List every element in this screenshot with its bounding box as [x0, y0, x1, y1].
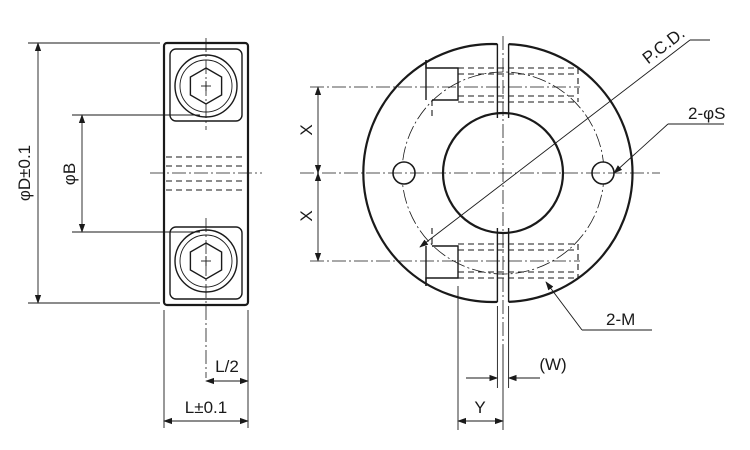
offset-y-label: Y: [474, 398, 485, 417]
front-view: P.C.D. 2-φS 2-M X X (W) Y: [297, 24, 725, 430]
bore-diameter-label: φB: [60, 163, 79, 185]
x-lower-label: X: [297, 210, 316, 221]
side-view: φD±0.1 φB L/2 L±0.1: [15, 38, 262, 428]
pcd-label: P.C.D.: [639, 24, 689, 68]
half-length-label: L/2: [215, 357, 239, 376]
length-label: L±0.1: [185, 398, 227, 417]
hole-count-diameter-label: 2-φS: [688, 104, 725, 123]
outer-diameter-label: φD±0.1: [15, 145, 34, 201]
slit-width-label: (W): [539, 355, 566, 374]
x-upper-label: X: [297, 124, 316, 135]
thread-label: 2-M: [606, 310, 635, 329]
